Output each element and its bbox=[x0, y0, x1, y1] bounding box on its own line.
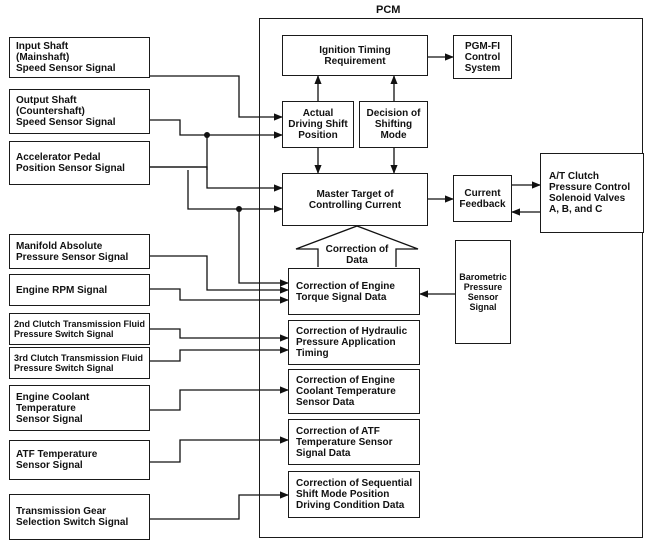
accelerator-pedal-signal: Accelerator Pedal Position Sensor Signal bbox=[9, 141, 150, 185]
correction-of-data-label: Correction of Data bbox=[325, 244, 389, 266]
correction-atf-temperature: Correction of ATF Temperature Sensor Sig… bbox=[288, 419, 420, 465]
engine-rpm-signal: Engine RPM Signal bbox=[9, 274, 150, 306]
output-shaft-speed-signal: Output Shaft (Countershaft) Speed Sensor… bbox=[9, 89, 150, 134]
pgm-fi-block: PGM-FI Control System bbox=[453, 35, 512, 79]
master-target-block: Master Target of Controlling Current bbox=[282, 173, 428, 226]
manifold-pressure-signal: Manifold Absolute Pressure Sensor Signal bbox=[9, 234, 150, 269]
gear-selection-switch-signal: Transmission Gear Selection Switch Signa… bbox=[9, 494, 150, 540]
current-feedback-block: Current Feedback bbox=[453, 175, 512, 222]
actual-shift-position-block: Actual Driving Shift Position bbox=[282, 101, 354, 148]
second-clutch-pressure-signal: 2nd Clutch Transmission Fluid Pressure S… bbox=[9, 313, 150, 345]
barometric-pressure-block: Barometric Pressure Sensor Signal bbox=[455, 240, 511, 344]
pcm-title: PCM bbox=[376, 4, 401, 16]
atf-temperature-signal: ATF Temperature Sensor Signal bbox=[9, 440, 150, 480]
input-shaft-speed-signal: Input Shaft (Mainshaft) Speed Sensor Sig… bbox=[9, 37, 150, 78]
ignition-timing-block: Ignition Timing Requirement bbox=[282, 35, 428, 76]
correction-sequential-shift: Correction of Sequential Shift Mode Posi… bbox=[288, 471, 420, 518]
engine-coolant-signal: Engine Coolant Temperature Sensor Signal bbox=[9, 385, 150, 431]
third-clutch-pressure-signal: 3rd Clutch Transmission Fluid Pressure S… bbox=[9, 347, 150, 379]
correction-coolant-temperature: Correction of Engine Coolant Temperature… bbox=[288, 369, 420, 414]
solenoid-valves-output: A/T Clutch Pressure Control Solenoid Val… bbox=[540, 153, 644, 233]
pcm-frame bbox=[259, 18, 643, 538]
correction-hydraulic-timing: Correction of Hydraulic Pressure Applica… bbox=[288, 320, 420, 365]
shifting-mode-decision-block: Decision of Shifting Mode bbox=[359, 101, 428, 148]
correction-engine-torque: Correction of Engine Torque Signal Data bbox=[288, 268, 420, 315]
